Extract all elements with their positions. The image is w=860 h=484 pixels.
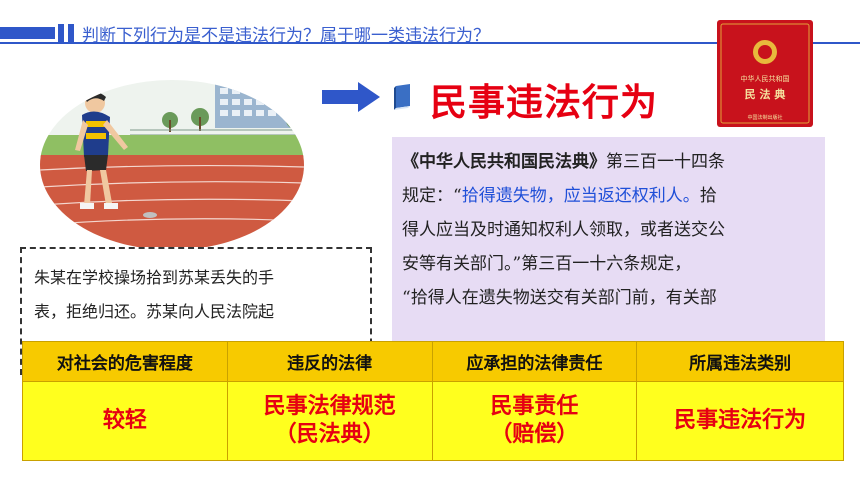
arrow-right-icon — [322, 82, 380, 112]
law-book-name: 《中华人民共和国民法典》 — [402, 152, 606, 172]
law-text-box: 《中华人民共和国民法典》第三百一十四条 规定：“拾得遗失物，应当返还权利人。拾 … — [392, 137, 825, 345]
book-cover-title: 中华人民共和国 — [740, 75, 790, 83]
slide-title: 判断下列行为是不是违法行为？属于哪一类违法行为？ — [82, 26, 490, 46]
analysis-table: 对社会的危害程度 违反的法律 应承担的法律责任 所属违法类别 较轻 民事法律规范… — [22, 341, 844, 461]
header-accent-stripe — [58, 24, 64, 42]
book-publisher: 中国法制出版社 — [747, 115, 783, 121]
law-highlight: 拾得遗失物，应当返还权利人。 — [461, 186, 700, 206]
table-header-cell: 应承担的法律责任 — [431, 341, 638, 382]
law-line: 《中华人民共和国民法典》第三百一十四条 — [402, 152, 725, 172]
table-header-cell: 所属违法类别 — [636, 341, 844, 382]
table-cell-liability: 民事责任 （赔偿） — [431, 381, 638, 461]
table-cell-harm: 较轻 — [22, 381, 228, 461]
header-accent-bar — [0, 27, 55, 39]
table-header-cell: 对社会的危害程度 — [22, 341, 228, 382]
law-line: 规定：“拾得遗失物，应当返还权利人。拾 — [402, 186, 717, 206]
civil-code-book-image: 中华人民共和国 民 法 典 中国法制出版社 — [715, 18, 815, 129]
table-header-row: 对社会的危害程度 违反的法律 应承担的法律责任 所属违法类别 — [22, 341, 844, 382]
law-line: “拾得人在遗失物送交有关部门前，有关部 — [402, 288, 717, 308]
table-cell-category: 民事违法行为 — [636, 381, 844, 461]
case-line: 表，拒绝归还。苏某向人民法院起 — [34, 302, 275, 321]
book-icon — [394, 84, 410, 110]
book-cover-name: 民 法 典 — [744, 88, 786, 101]
law-line: 安等有关部门。”第三百一十六条规定， — [402, 254, 692, 274]
header-accent-stripe — [68, 24, 74, 42]
law-line: 得人应当及时通知权利人领取，或者送交公 — [402, 220, 725, 240]
header-underline — [0, 42, 860, 44]
track-scene-illustration — [40, 80, 304, 250]
case-line: 朱某在学校操场拾到苏某丢失的手 — [34, 268, 275, 287]
table-cell-law: 民事法律规范 （民法典） — [226, 381, 433, 461]
civil-code-book-icon — [717, 20, 813, 127]
table-row: 较轻 民事法律规范 （民法典） 民事责任 （赔偿） 民事违法行为 — [22, 381, 844, 461]
table-header-cell: 违反的法律 — [226, 341, 433, 382]
answer-title: 民事违法行为 — [430, 81, 658, 124]
